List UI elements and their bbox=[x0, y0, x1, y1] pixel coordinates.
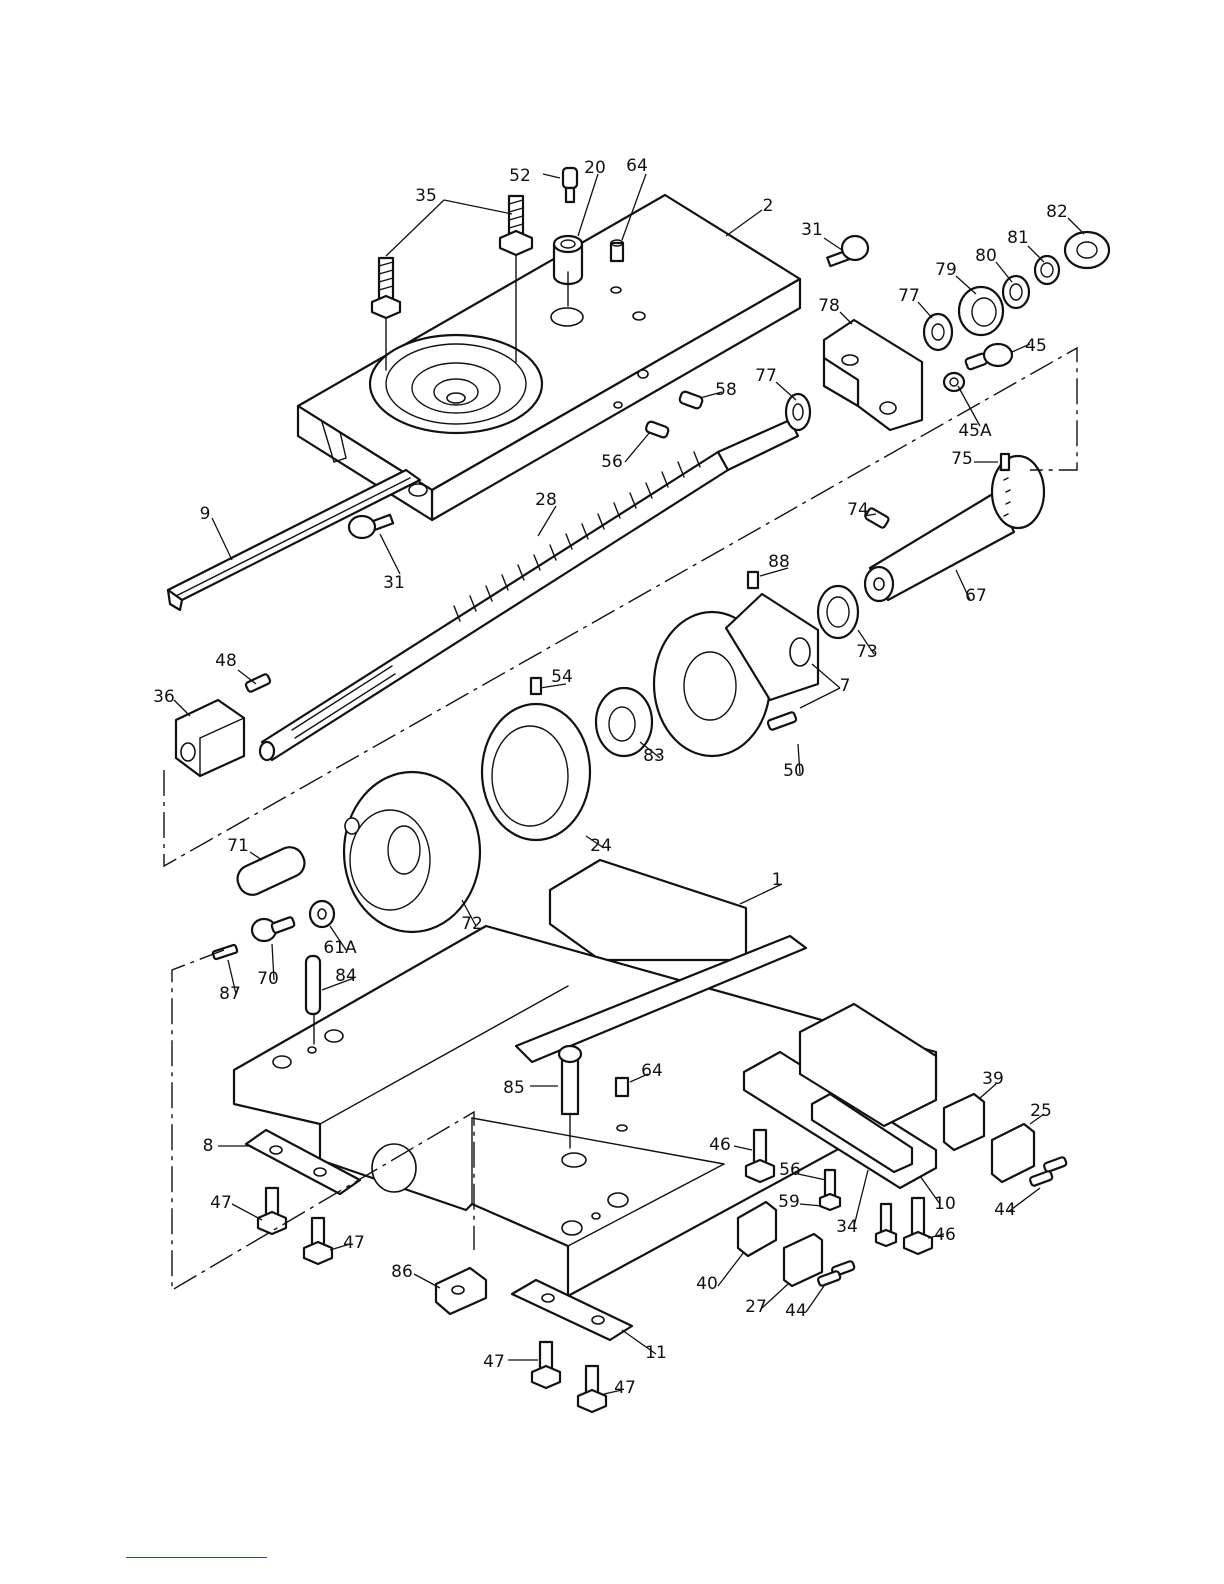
callout-p77a: 77 bbox=[898, 286, 920, 306]
callout-p73: 73 bbox=[856, 642, 878, 662]
callout-p31a: 31 bbox=[801, 220, 823, 240]
callout-p44a: 44 bbox=[994, 1200, 1016, 1220]
callout-p67: 67 bbox=[965, 586, 987, 606]
callout-p47b: 47 bbox=[343, 1233, 365, 1253]
callout-p81: 81 bbox=[1007, 228, 1029, 248]
callout-p28: 28 bbox=[535, 490, 557, 510]
pinion-shaft-part bbox=[864, 454, 1044, 601]
callout-p74: 74 bbox=[847, 500, 869, 520]
callout-p20: 20 bbox=[584, 158, 606, 178]
callout-p71: 71 bbox=[227, 836, 249, 856]
callout-p10: 10 bbox=[934, 1194, 956, 1214]
callout-p7: 7 bbox=[840, 676, 851, 696]
callout-p79: 79 bbox=[935, 260, 957, 280]
callout-p86: 86 bbox=[391, 1262, 413, 1282]
collar-36-part bbox=[176, 673, 271, 776]
callout-p45: 45 bbox=[1025, 336, 1047, 356]
callout-p47a: 47 bbox=[210, 1193, 232, 1213]
callout-p2: 2 bbox=[763, 196, 774, 216]
callout-p25: 25 bbox=[1030, 1101, 1052, 1121]
callout-p27: 27 bbox=[745, 1297, 767, 1317]
callout-p44b: 44 bbox=[785, 1301, 807, 1321]
callout-p85: 85 bbox=[503, 1078, 525, 1098]
callout-p64b: 64 bbox=[641, 1061, 663, 1081]
footnote-rule bbox=[126, 1557, 267, 1558]
callout-p78: 78 bbox=[818, 296, 840, 316]
handwheel-72-part bbox=[212, 772, 480, 960]
callout-p56a: 56 bbox=[601, 452, 623, 472]
callout-p52: 52 bbox=[509, 166, 531, 186]
dial-7-part bbox=[654, 572, 858, 756]
callout-p87: 87 bbox=[219, 984, 241, 1004]
bearing-ring-parts bbox=[482, 678, 652, 840]
callout-p47c: 47 bbox=[483, 1352, 505, 1372]
callout-p8: 8 bbox=[203, 1136, 214, 1156]
callout-p11: 11 bbox=[645, 1343, 667, 1363]
callout-p88: 88 bbox=[768, 552, 790, 572]
callout-p36: 36 bbox=[153, 687, 175, 707]
callout-p72: 72 bbox=[461, 914, 483, 934]
callout-p35: 35 bbox=[415, 186, 437, 206]
callout-p39: 39 bbox=[982, 1069, 1004, 1089]
callout-p59: 59 bbox=[778, 1192, 800, 1212]
callout-p46a: 46 bbox=[709, 1135, 731, 1155]
callout-p34: 34 bbox=[836, 1217, 858, 1237]
callout-p24: 24 bbox=[590, 836, 612, 856]
callout-p64a: 64 bbox=[626, 156, 648, 176]
callout-p9: 9 bbox=[200, 504, 211, 524]
callout-p40: 40 bbox=[696, 1274, 718, 1294]
callout-p31b: 31 bbox=[383, 573, 405, 593]
callout-p84: 84 bbox=[335, 966, 357, 986]
callout-p47d: 47 bbox=[614, 1378, 636, 1398]
callout-p58: 58 bbox=[715, 380, 737, 400]
callout-p61a: 61A bbox=[323, 938, 357, 958]
callout-p1: 1 bbox=[772, 870, 783, 890]
callout-p83: 83 bbox=[643, 746, 665, 766]
callout-p77b: 77 bbox=[755, 366, 777, 386]
callout-p82: 82 bbox=[1046, 202, 1068, 222]
callout-p45a: 45A bbox=[958, 421, 992, 441]
callout-p80: 80 bbox=[975, 246, 997, 266]
callout-p56b: 56 bbox=[779, 1160, 801, 1180]
callout-p75: 75 bbox=[951, 449, 973, 469]
callout-p50: 50 bbox=[783, 761, 805, 781]
callout-p54: 54 bbox=[551, 667, 573, 687]
callout-p46b: 46 bbox=[934, 1225, 956, 1245]
callout-p70: 70 bbox=[257, 969, 279, 989]
callout-p48: 48 bbox=[215, 651, 237, 671]
